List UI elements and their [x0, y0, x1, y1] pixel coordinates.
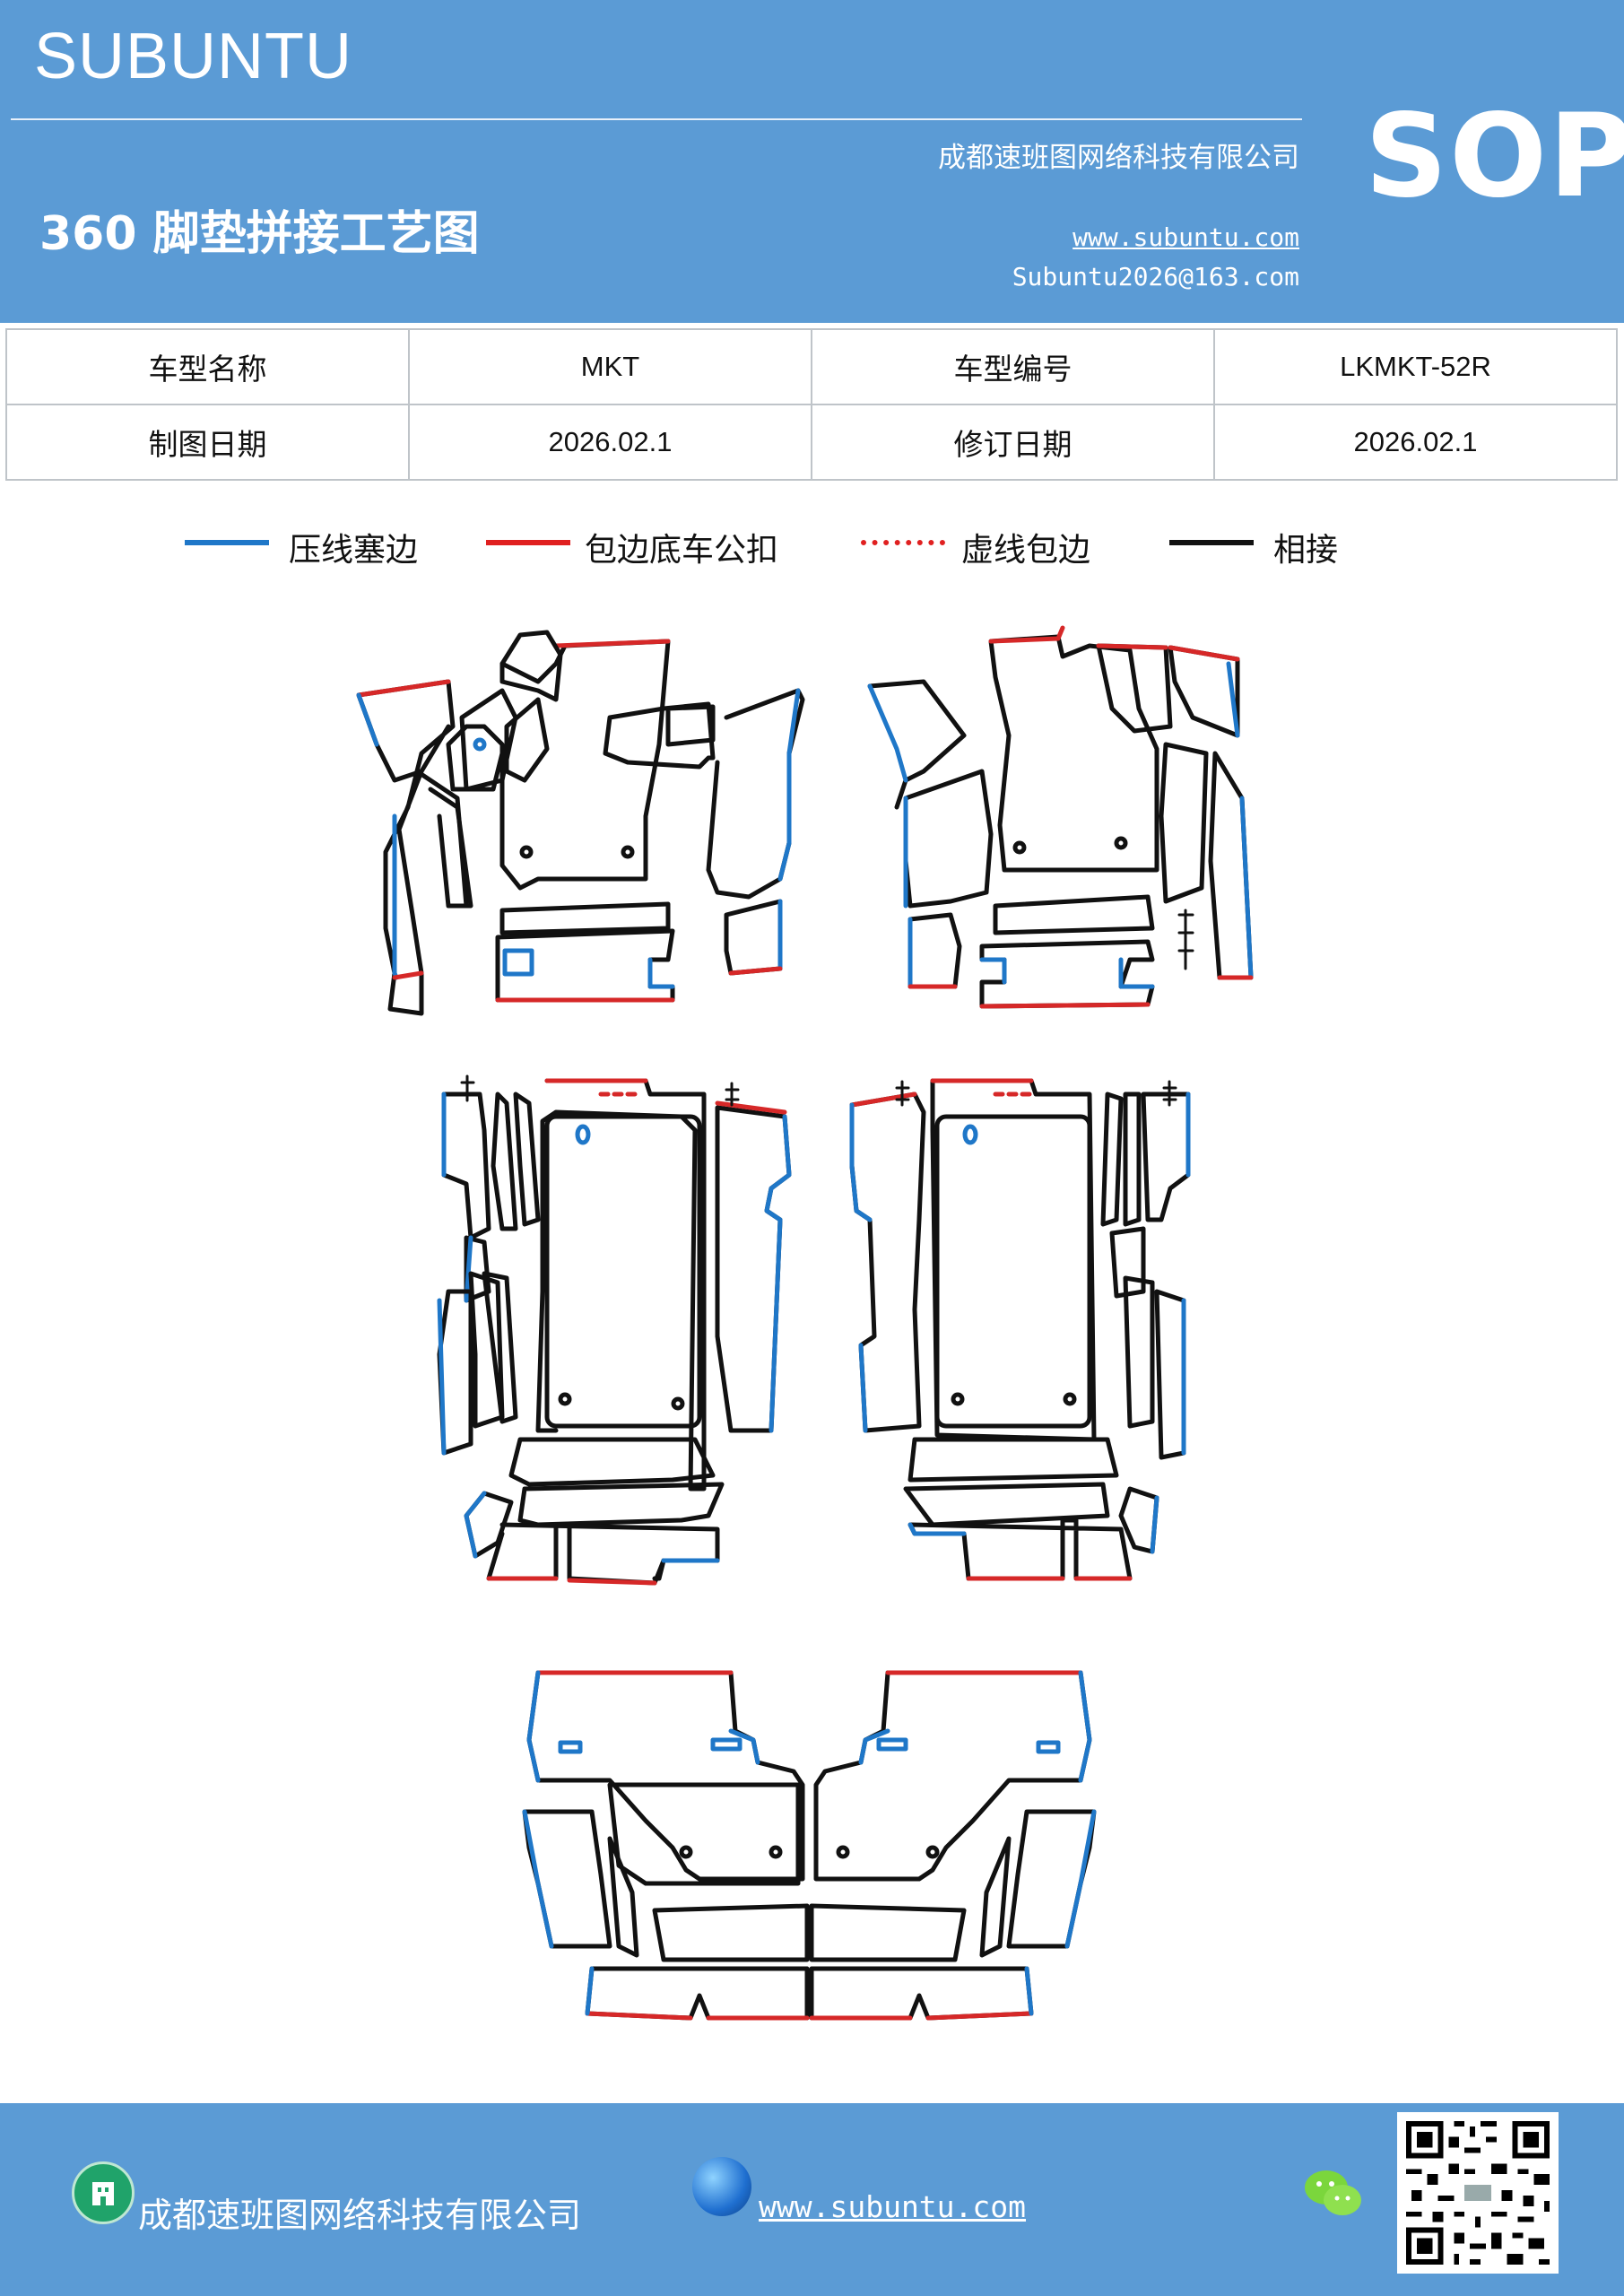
- legend-label: 包边底车公扣: [585, 532, 779, 569]
- legend-label: 相接: [1273, 532, 1339, 569]
- vehicle-info-table: 车型名称 MKT 车型编号 LKMKT-52R 制图日期 2026.02.1 修…: [5, 328, 1618, 481]
- draw-date-label: 制图日期: [5, 404, 410, 481]
- mat-group-middle-right: [849, 1078, 1191, 1581]
- qr-code: [1397, 2112, 1559, 2274]
- header-divider: [11, 118, 1302, 120]
- model-name-label: 车型名称: [5, 328, 410, 405]
- floor-mat-layout-diagram: [356, 625, 1254, 2021]
- header-email: Subuntu2026@163.com: [1012, 262, 1299, 291]
- draw-date-value: 2026.02.1: [408, 404, 812, 481]
- legend-swatch-red: [486, 540, 570, 545]
- sop-badge: SOP: [1365, 90, 1624, 223]
- mat-group-rear: [522, 1670, 1097, 2021]
- globe-icon: [692, 2157, 751, 2216]
- mat-group-front-left: [356, 630, 805, 1016]
- brand-logo-text: SUBUNTU: [34, 21, 353, 92]
- model-name-value: MKT: [408, 328, 812, 405]
- legend-swatch-blue: [185, 540, 269, 545]
- revision-date-label: 修订日期: [811, 404, 1215, 481]
- wechat-icon[interactable]: [1302, 2166, 1365, 2222]
- revision-date-value: 2026.02.1: [1213, 404, 1618, 481]
- header-company-name: 成都速班图网络科技有限公司: [938, 142, 1299, 174]
- legend-swatch-red-dotted: [861, 540, 945, 545]
- model-code-label: 车型编号: [811, 328, 1215, 405]
- table-row: 车型名称 MKT 车型编号 LKMKT-52R: [5, 328, 1618, 405]
- header-banner: SUBUNTU 成都速班图网络科技有限公司 360 脚垫拼接工艺图 www.su…: [0, 0, 1624, 323]
- table-row: 制图日期 2026.02.1 修订日期 2026.02.1: [5, 404, 1618, 481]
- footer-website-link[interactable]: www.subuntu.com: [759, 2189, 1027, 2224]
- legend-label: 虚线包边: [961, 532, 1091, 569]
- company-icon: [72, 2161, 135, 2224]
- model-code-value: LKMKT-52R: [1213, 328, 1618, 405]
- legend-label: 压线塞边: [289, 532, 419, 569]
- mat-group-front-right: [867, 625, 1254, 1009]
- mat-group-middle-left: [437, 1074, 792, 1586]
- legend-swatch-black: [1169, 540, 1254, 545]
- footer-banner: 成都速班图网络科技有限公司 www.subuntu.com: [0, 2103, 1624, 2296]
- page-title: 360 脚垫拼接工艺图: [39, 207, 480, 261]
- header-website-link[interactable]: www.subuntu.com: [1073, 222, 1299, 252]
- footer-company-name: 成都速班图网络科技有限公司: [138, 2196, 582, 2235]
